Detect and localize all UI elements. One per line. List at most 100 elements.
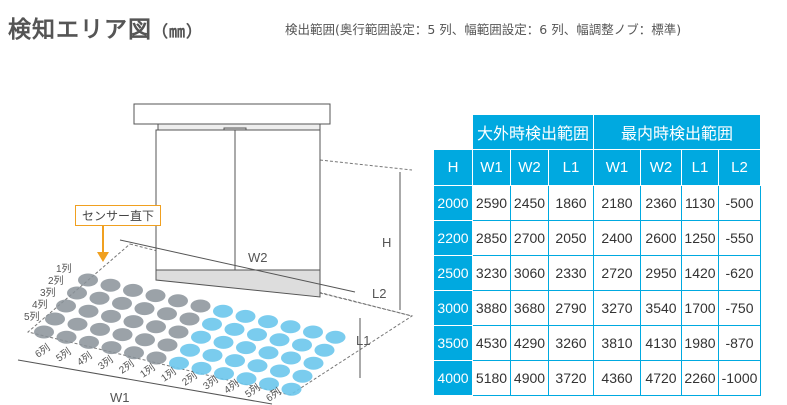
detection-dot	[213, 335, 234, 349]
detection-dot	[112, 328, 133, 342]
detection-dot	[281, 382, 302, 396]
detection-dot	[190, 299, 211, 313]
detection-dot	[90, 322, 110, 336]
col-header-w1: W1	[472, 149, 511, 186]
detection-dot	[247, 359, 268, 373]
detection-dot	[146, 351, 167, 365]
detection-dot	[236, 341, 256, 355]
detection-dot	[303, 325, 323, 339]
detection-dot	[325, 330, 346, 344]
detection-dot	[67, 317, 88, 331]
col-header-w2: W2	[640, 149, 682, 186]
detection-dot	[168, 325, 189, 339]
row-header-h: 2000	[433, 185, 473, 221]
detection-dot	[247, 328, 267, 342]
detection-dot	[280, 320, 301, 334]
detection-dot	[78, 273, 98, 287]
table-cell: -1000	[718, 360, 761, 396]
door	[155, 129, 321, 298]
table-cell: 1420	[681, 255, 719, 291]
detection-dot	[123, 283, 143, 297]
detection-dot	[236, 372, 257, 386]
detection-dot	[67, 286, 87, 300]
detection-dot	[100, 278, 121, 292]
l1-label: L1	[356, 333, 370, 348]
col-header-w1: W1	[593, 149, 641, 186]
detection-dot	[292, 338, 312, 352]
column-label: 2列	[116, 357, 136, 377]
table-cell: -620	[718, 255, 761, 291]
col-header-h: H	[433, 149, 473, 186]
table-cell: 2450	[510, 185, 549, 221]
detection-dot	[224, 322, 245, 336]
table-cell: 2180	[593, 185, 641, 221]
table-cell: 2700	[510, 220, 549, 256]
table-cell: 3540	[640, 290, 682, 326]
detection-dot	[146, 320, 166, 334]
detection-dot	[191, 330, 211, 344]
title-unit: （㎜）	[152, 22, 204, 41]
table-cell: -550	[718, 220, 761, 256]
detection-dot	[168, 294, 188, 308]
table-cell: 2950	[640, 255, 682, 291]
table-cell: 5180	[472, 360, 511, 396]
table-cell: 2590	[472, 185, 511, 221]
detection-dot	[180, 343, 200, 357]
sensor-header	[133, 103, 331, 135]
table-cell: 3270	[593, 290, 641, 326]
detection-dot	[124, 346, 144, 360]
table-cell: 2850	[472, 220, 511, 256]
row-header-h: 3000	[433, 290, 473, 326]
detection-dot	[123, 315, 144, 329]
detection-dot	[314, 343, 335, 357]
detection-dot	[101, 309, 121, 323]
title-main: 検知エリア図	[8, 17, 152, 43]
row-label: 1列	[56, 262, 72, 275]
detection-dot	[259, 377, 279, 391]
detection-dot	[303, 356, 324, 370]
table-cell: 1700	[681, 290, 719, 326]
w2-label: W2	[248, 250, 268, 265]
col-header-l2: L2	[718, 149, 761, 186]
detection-dot	[134, 302, 155, 316]
detection-dot	[89, 291, 110, 305]
table-cell: 4360	[593, 360, 641, 396]
row-label: 3列	[40, 286, 56, 299]
table-cell: 4530	[472, 325, 511, 361]
h-label: H	[382, 235, 391, 250]
col-header-l1: L1	[681, 149, 719, 186]
detection-dot	[56, 299, 76, 313]
table-cell: 2790	[548, 290, 594, 326]
column-label: 4列	[74, 349, 94, 369]
detection-dot	[214, 367, 234, 381]
table-cell: -500	[718, 185, 761, 221]
table-cell: 4290	[510, 325, 549, 361]
group-header-outer: 大外時検出範囲	[472, 114, 594, 150]
table-cell: 1860	[548, 185, 594, 221]
detection-dot	[202, 317, 222, 331]
page-subtitle: 検出範囲(奥行範囲設定：5 列、幅範囲設定：6 列、幅調整ノブ：標準)	[285, 22, 682, 37]
detection-dot	[34, 325, 54, 339]
page-title: 検知エリア図（㎜）	[8, 10, 203, 44]
table-cell: 4720	[640, 360, 682, 396]
table-cell: 2260	[681, 360, 719, 396]
table-cell: 4130	[640, 325, 682, 361]
detection-dot	[56, 330, 77, 344]
detection-dot	[292, 369, 313, 383]
table-cell: 3680	[510, 290, 549, 326]
row-label: 2列	[48, 274, 64, 287]
table-cell: 2720	[593, 255, 641, 291]
detection-dot	[169, 356, 189, 370]
row-header-h: 3500	[433, 325, 473, 361]
w2-dimension	[119, 239, 356, 293]
col-header-l1: L1	[548, 149, 594, 186]
detection-dot	[258, 346, 279, 360]
detection-dot	[270, 364, 290, 378]
row-header-h: 4000	[433, 360, 473, 396]
detection-dot	[145, 289, 166, 303]
detection-dot	[78, 304, 99, 318]
